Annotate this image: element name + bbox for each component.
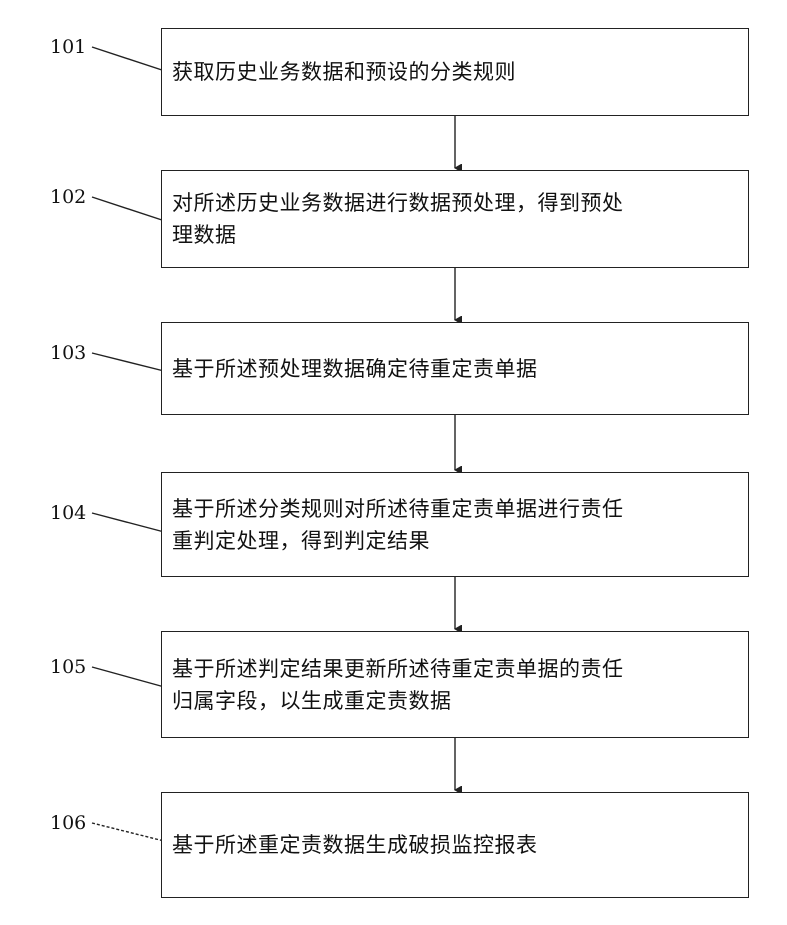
step-box-106: 基于所述重定责数据生成破损监控报表 [161,792,749,898]
step-label-105: 105 [50,657,86,677]
leader-line-104 [92,513,168,533]
leader-line-103 [92,353,168,372]
leader-line-101 [92,47,168,72]
step-text-105: 基于所述判定结果更新所述待重定责单据的责任 归属字段，以生成重定责数据 [172,653,624,717]
step-box-102: 对所述历史业务数据进行数据预处理，得到预处 理数据 [161,170,749,268]
step-text-106: 基于所述重定责数据生成破损监控报表 [172,829,538,861]
step-box-104: 基于所述分类规则对所述待重定责单据进行责任 重判定处理，得到判定结果 [161,472,749,577]
step-box-105: 基于所述判定结果更新所述待重定责单据的责任 归属字段，以生成重定责数据 [161,631,749,738]
step-text-101: 获取历史业务数据和预设的分类规则 [172,56,516,88]
step-label-101: 101 [50,37,86,57]
leader-line-106 [92,823,168,842]
step-label-106: 106 [50,813,86,833]
step-text-102: 对所述历史业务数据进行数据预处理，得到预处 理数据 [172,187,624,251]
step-label-104: 104 [50,503,86,523]
step-text-104: 基于所述分类规则对所述待重定责单据进行责任 重判定处理，得到判定结果 [172,493,624,557]
step-label-103: 103 [50,343,86,363]
step-box-103: 基于所述预处理数据确定待重定责单据 [161,322,749,415]
leader-line-105 [92,667,168,688]
step-text-103: 基于所述预处理数据确定待重定责单据 [172,353,538,385]
step-label-102: 102 [50,187,86,207]
step-box-101: 获取历史业务数据和预设的分类规则 [161,28,749,116]
leader-line-102 [92,197,168,222]
